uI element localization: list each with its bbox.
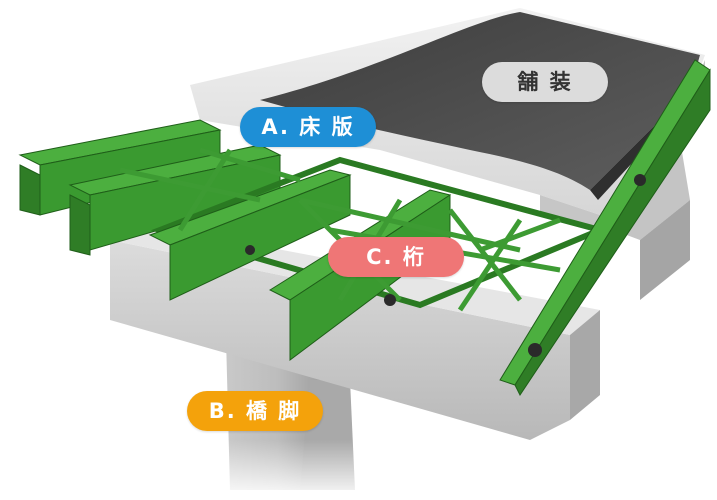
paving-label: 舗 装	[482, 62, 608, 102]
bearings	[245, 174, 646, 357]
pier-label: B. 橋 脚	[187, 391, 323, 431]
deck-slab-label: A. 床 版	[240, 107, 376, 147]
girder-label: C. 桁	[328, 237, 464, 277]
steel-girders	[18, 59, 711, 396]
